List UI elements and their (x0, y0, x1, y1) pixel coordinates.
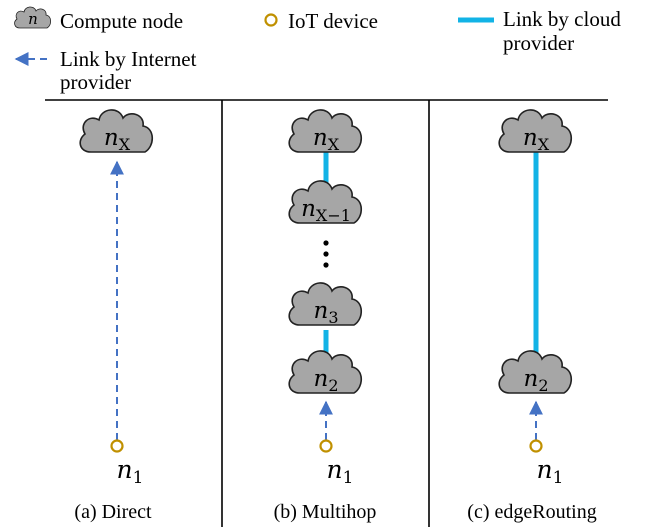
ellipsis-dots (323, 240, 329, 268)
panel-multihop: nX nX−1 n3 n2 n1 (274, 109, 377, 523)
legend: n Compute node IoT device Link by cloud … (14, 6, 621, 94)
legend-cloud-link-line1: Link by cloud (503, 7, 621, 31)
legend-internet-link: Link by Internet provider (14, 47, 197, 94)
panel-caption: (c) edgeRouting (467, 501, 596, 523)
legend-node-symbol: n (28, 10, 38, 28)
device-label: n1 (117, 455, 144, 488)
compute-node: n2 (288, 350, 363, 395)
legend-internet-link-line2: provider (60, 70, 131, 94)
node-label: n2 (523, 366, 548, 395)
iot-device-icon (264, 13, 278, 27)
legend-compute-node-label: Compute node (60, 9, 183, 33)
compute-node: nX (288, 109, 363, 154)
iot-device-icon (110, 439, 124, 453)
node-label: nX−1 (301, 196, 351, 225)
panel-edgerouting: nX n2 n1 (c) edgeRouting (467, 109, 597, 523)
legend-internet-link-line1: Link by Internet (60, 47, 197, 71)
legend-iot-device-label: IoT device (288, 9, 378, 33)
legend-cloud-link-line2: provider (503, 31, 574, 55)
node-label: nX (104, 125, 131, 154)
compute-node: nX (498, 109, 573, 154)
device-label: n1 (327, 455, 354, 488)
iot-device-icon (319, 439, 333, 453)
compute-node: nX (79, 109, 154, 154)
iot-device-icon (529, 439, 543, 453)
legend-iot-device: IoT device (264, 9, 378, 33)
node-label: n2 (313, 366, 338, 395)
compute-node: n3 (288, 282, 363, 327)
compute-node: n2 (498, 350, 573, 395)
legend-compute-node: n Compute node (14, 6, 183, 33)
legend-cloud-link: Link by cloud provider (458, 7, 621, 55)
node-label: nX (313, 125, 340, 154)
panel-caption: (b) Multihop (274, 501, 377, 523)
node-label: nX (523, 125, 550, 154)
panel-caption: (a) Direct (74, 501, 152, 523)
compute-node: nX−1 (288, 180, 363, 225)
device-label: n1 (537, 455, 564, 488)
panel-direct: nX n1 (a) Direct (74, 109, 154, 523)
node-label: n3 (313, 298, 338, 327)
